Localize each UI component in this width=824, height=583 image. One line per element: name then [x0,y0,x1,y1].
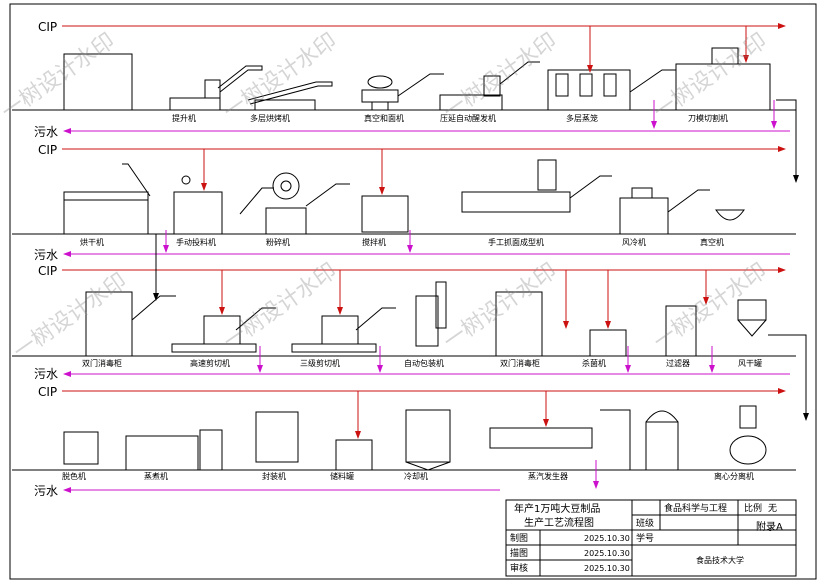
student-label: 学号 [636,532,654,544]
machine-label: 过滤器 [666,358,690,368]
watermark: 一树设计水印 一树设计水印 一树设计水印 一树设计水印 一树设计水印 一树设计水… [0,29,772,365]
row3-labels: 双门消毒柜 高速剪切机 三级剪切机 自动包装机 双门消毒柜 杀菌机 过滤器 风干… [82,358,762,368]
watermark-text: 一树设计水印 [649,259,771,355]
row3-cip-drops [219,270,715,373]
row2-equipment [63,159,745,235]
watermark-text: 一树设计水印 [9,269,131,365]
row1-cip-drops [587,26,777,129]
machine-label: 蒸煮机 [144,471,168,481]
machine-label: 真空机 [700,237,724,247]
row-check-label: 审核 [510,562,528,574]
machine-label: 离心分离机 [714,471,754,481]
machine-label: 烘干机 [80,237,104,247]
drawing-title-line2: 生产工艺流程图 [524,516,594,529]
utility-lines: CIP 污水 CIP 污水 CIP 污水 CIP 污水 [34,20,790,498]
row2-cip-drops [163,149,413,253]
machine-label: 搅拌机 [362,237,386,247]
design-label: 食品科学与工程 [664,502,727,514]
machine-label: 储料罐 [330,471,354,481]
machine-label: 手工抓面成型机 [488,237,544,247]
waste-label-1: 污水 [34,125,58,139]
cip-label-2: CIP [38,143,57,157]
waste-label-3: 污水 [34,367,58,381]
figure-number: 附录A [756,520,783,533]
date-2: 2025.10.30 [584,549,630,558]
watermark-text: 一树设计水印 [219,259,341,355]
machine-label: 压延自动醒发机 [440,113,496,123]
cip-label-3: CIP [38,264,57,278]
machine-label: 真空和面机 [364,113,404,123]
school-name: 食品技术大学 [696,555,744,565]
machine-label: 杀菌机 [582,358,606,368]
machine-label: 双门消毒柜 [500,358,540,368]
machine-label: 刀模切割机 [688,113,728,123]
date-1: 2025.10.30 [584,534,630,543]
title-block-text: 年产1万吨大豆制品 生产工艺流程图 食品科学与工程 比例 无 班级 学号 附录A… [510,502,783,574]
machine-label: 高速剪切机 [190,358,230,368]
watermark-text: 一树设计水印 [439,259,561,355]
row3-equipment [85,281,767,357]
cip-label-1: CIP [38,20,57,34]
row4-equipment [63,405,767,471]
date-3: 2025.10.30 [584,564,630,573]
title-block [505,499,797,577]
waste-label-2: 污水 [34,248,58,262]
scale-label: 比例 [744,502,762,514]
machine-label: 封装机 [262,471,286,481]
machine-label: 提升机 [172,113,196,123]
machine-label: 粉碎机 [266,237,290,247]
machine-label: 双门消毒柜 [82,358,122,368]
machine-label: 风干罐 [738,358,762,368]
row2-labels: 烘干机 手动投料机 粉碎机 搅拌机 手工抓面成型机 风冷机 真空机 [80,237,724,247]
row-draw-label: 制图 [510,532,528,544]
machine-label: 三级剪切机 [300,358,340,368]
scale-value: 无 [768,503,777,514]
machine-label: 蒸汽发生器 [528,471,568,481]
drawing-title-line1: 年产1万吨大豆制品 [514,502,600,515]
row4-cip-drops [355,391,599,489]
row1-equipment [63,47,771,111]
row-trace-label: 描图 [510,547,528,559]
machine-label: 多层烘烤机 [250,113,290,123]
drawing-border [9,3,817,580]
machine-label: 脱色机 [62,471,86,481]
cip-label-4: CIP [38,385,57,399]
row4-labels: 脱色机 蒸煮机 封装机 储料罐 冷却机 蒸汽发生器 离心分离机 [62,471,754,481]
machine-label: 手动投料机 [176,237,216,247]
class-label: 班级 [636,517,654,529]
waste-label-4: 污水 [34,484,58,498]
machine-label: 自动包装机 [404,358,444,368]
process-connections [153,99,809,421]
row1-labels: 提升机 多层烘烤机 真空和面机 压延自动醒发机 多层蒸笼 刀模切割机 [172,113,728,123]
machine-label: 多层蒸笼 [566,113,598,123]
machine-label: 冷却机 [404,471,428,481]
machine-label: 风冷机 [622,237,646,247]
